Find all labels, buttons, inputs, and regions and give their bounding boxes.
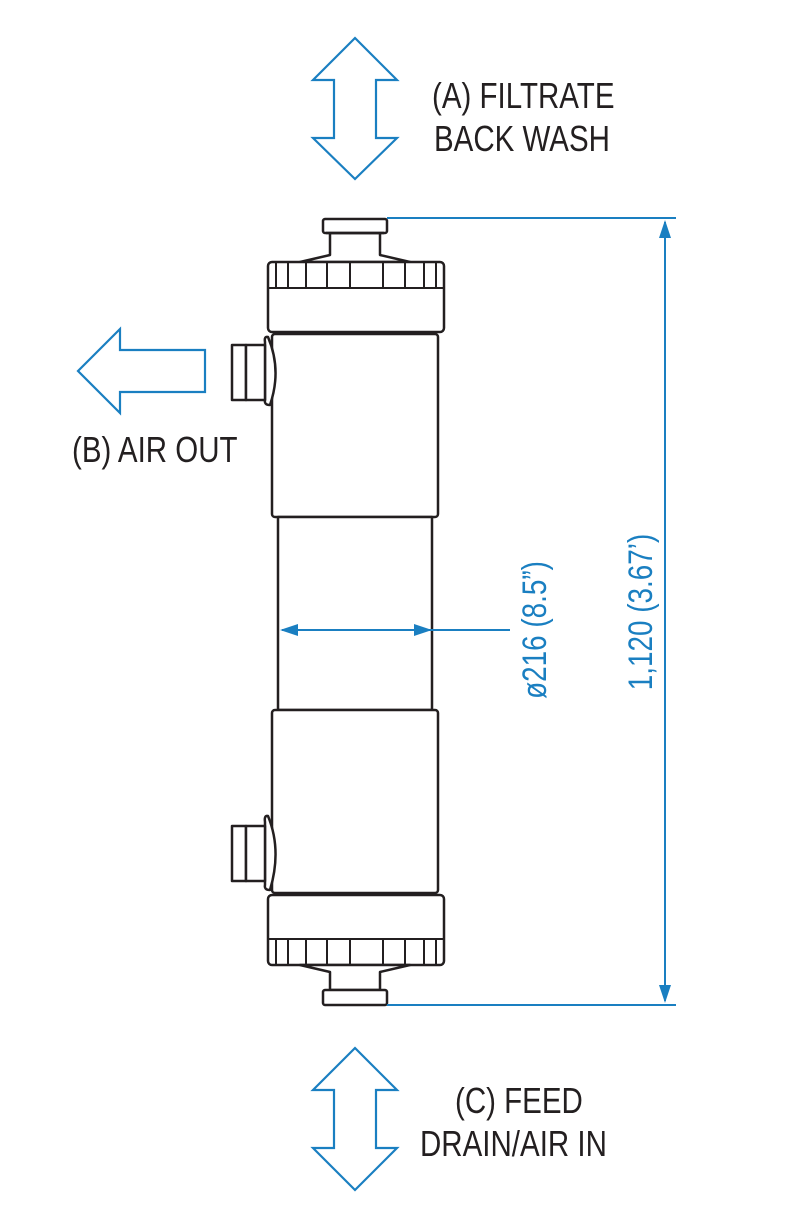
length-label: 1,120 (3.67’) — [621, 534, 659, 690]
diameter-dimension: ø216 (8.5”) — [280, 561, 554, 699]
length-dimension: 1,120 (3.67’) — [387, 217, 676, 1006]
arrowhead-down-icon — [659, 985, 671, 1003]
membrane-module — [230, 217, 446, 1007]
air-out-arrow-icon — [76, 326, 207, 416]
label-a-filtrate: (A) FILTRATE — [432, 75, 615, 115]
arrowhead-left-icon — [280, 624, 298, 636]
label-a-backwash: BACK WASH — [434, 118, 610, 158]
arrowhead-right-icon — [414, 624, 432, 636]
label-c-feed: (C) FEED — [455, 1080, 583, 1120]
label-c-drain-air-in: DRAIN/AIR IN — [420, 1123, 607, 1163]
feed-drain-arrow-icon — [310, 1046, 400, 1192]
diameter-label: ø216 (8.5”) — [515, 561, 553, 699]
filtrate-backwash-arrow-icon — [310, 36, 400, 181]
arrowhead-up-icon — [659, 220, 671, 238]
label-b-air-out: (B) AIR OUT — [72, 429, 238, 469]
